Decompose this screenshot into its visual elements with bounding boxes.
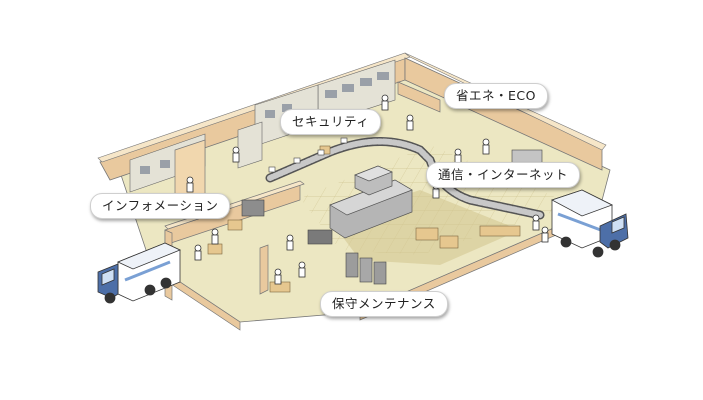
cardboard-boxes bbox=[207, 145, 521, 293]
ceiling-lamps bbox=[268, 137, 348, 173]
maintenance-callout[interactable]: 保守メンテナンス bbox=[320, 291, 448, 317]
information-callout[interactable]: インフォメーション bbox=[90, 193, 231, 219]
network-callout[interactable]: 通信・インターネット bbox=[426, 162, 581, 188]
inspection-unit bbox=[354, 165, 393, 196]
security-callout[interactable]: セキュリティ bbox=[280, 109, 382, 135]
server-cabinets bbox=[345, 252, 387, 285]
conveyor-belt-surface bbox=[267, 138, 543, 218]
delivery-truck-left bbox=[97, 242, 182, 304]
delivery-truck-right bbox=[550, 189, 629, 258]
eco-callout[interactable]: 省エネ・ECO bbox=[444, 83, 548, 109]
workers bbox=[186, 94, 549, 285]
